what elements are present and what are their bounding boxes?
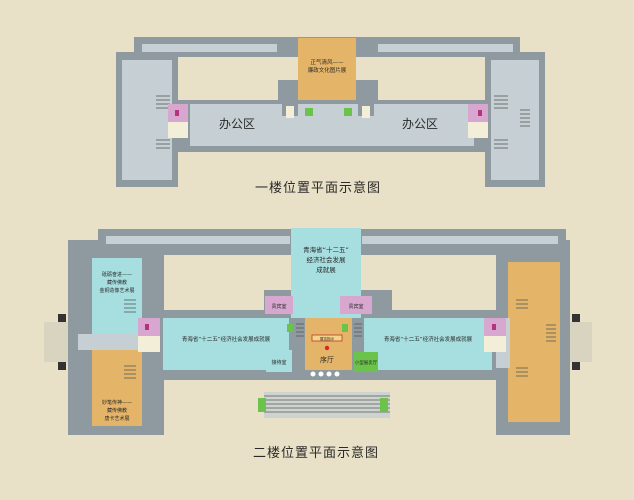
floor2-tea-right-label: 贵宾室 <box>348 303 363 310</box>
floor2-lobby-left <box>138 336 160 352</box>
floor2-stairs <box>124 299 556 379</box>
floor1-office-floor <box>190 104 474 146</box>
floor2-front-step-lines <box>264 395 390 413</box>
floor2-bottom-left-label-line2: 藏传佛教 <box>107 407 127 414</box>
floor2-tea-room-left <box>265 296 293 314</box>
floor2-right-exhibit-label: 青海省“十二五”经济社会发展成就展 <box>384 335 473 343</box>
floor2-center-label-line1: 青海省“十二五” <box>303 245 349 254</box>
floor2-door-mark-3 <box>326 371 332 377</box>
floor1-plan: 办公区 办公区 正气清风—— 廉政文化图片展 一楼位置平面示意图 <box>116 37 545 196</box>
floor2-top-left-label-line3: 金铜造像艺术展 <box>99 287 134 294</box>
floor2-center-label-line3: 成就展 <box>316 265 336 274</box>
floor2-door-mark-1 <box>310 371 316 377</box>
floor1-restroom-door-right <box>478 110 482 116</box>
floor2-top-left-label-line2: 藏传佛教 <box>107 279 127 286</box>
floor2-shop <box>354 352 378 372</box>
floor2-planter-left <box>258 398 266 412</box>
floor2-green-mark-left <box>287 324 293 332</box>
floor2-corridor-left <box>106 236 290 244</box>
floor1-right-wing-room <box>491 60 539 180</box>
floor1-lobby-left <box>168 122 188 138</box>
floor1-left-wing-room <box>122 60 172 180</box>
floor2-tea-left-label: 贵宾室 <box>271 303 286 310</box>
floor1-hall-label-line2: 廉政文化图片展 <box>308 66 347 74</box>
floor2-left-bottom-exhibit <box>92 350 142 426</box>
floor2-right-exhibit <box>364 318 492 370</box>
floor2-left-entrance <box>44 322 68 362</box>
floor1-exhibition-hall <box>298 38 356 100</box>
floor2-lobby-label: 序厅 <box>320 355 334 364</box>
floor2-guide-dot <box>324 345 330 351</box>
floor2-green-mark-right <box>342 324 348 332</box>
floor2-right-post-bottom <box>572 362 580 370</box>
floor2-door-mark-2 <box>318 371 324 377</box>
floor1-lobby-right <box>468 122 488 138</box>
floor2-left-top-exhibit <box>92 258 142 334</box>
floor1-green-room-right <box>344 108 352 116</box>
floor1-restroom-door-left <box>175 110 179 116</box>
floor2-door-mark-4 <box>334 371 340 377</box>
floor2-left-exhibit-label: 青海省“十二五”经济社会发展成就展 <box>182 335 271 343</box>
floor2-planter-right <box>380 398 388 412</box>
floor2-restroom-door-right <box>492 324 496 330</box>
floor1-corridor-left <box>142 44 277 52</box>
floor1-office-right-label: 办公区 <box>402 116 438 131</box>
floor1-office-left-label: 办公区 <box>219 116 255 131</box>
floor2-plan: 青海省“十二五” 经济社会发展 成就展 青海省“十二五”经济社会发展成就展 青海… <box>44 228 592 461</box>
floor1-hall-label-line1: 正气清风—— <box>310 58 344 66</box>
floor2-right-long-hall <box>508 262 560 422</box>
floor2-right-post-top <box>572 314 580 322</box>
floor2-reception-label: 接待室 <box>271 359 286 366</box>
floor1-elevator-right <box>362 106 370 118</box>
floor2-center-label-line2: 经济社会发展 <box>307 255 347 264</box>
floor2-title: 二楼位置平面示意图 <box>253 445 379 461</box>
floor1-green-room-left <box>305 108 313 116</box>
floor2-lobby-right <box>484 336 506 352</box>
floor2-shop-label: 小型展卖厅 <box>355 359 378 366</box>
floor1-title: 一楼位置平面示意图 <box>255 180 381 196</box>
floor2-left-post-top <box>58 314 66 322</box>
floor2-left-post-bottom <box>58 362 66 370</box>
floor2-guide-label: 展览指示 <box>320 336 335 341</box>
floor2-restroom-door-left <box>145 324 149 330</box>
floor2-tea-room-right <box>340 296 372 314</box>
floor2-corridor-right <box>362 236 558 244</box>
floor2-bottom-left-label-line1: 妙笔传神—— <box>102 399 132 406</box>
floor2-top-left-label-line1: 砥砺奋进—— <box>102 271 132 278</box>
floor2-guide-sign <box>311 334 343 342</box>
floor2-left-hall <box>78 334 148 350</box>
floor1-corridor-right <box>378 44 513 52</box>
floor1-elevator-left <box>286 106 294 118</box>
floor2-bottom-left-label-line3: 唐卡艺术展 <box>104 415 129 422</box>
floor2-reception-room <box>266 350 292 372</box>
floor1-stairs <box>156 95 530 149</box>
floor2-right-entrance <box>570 322 592 362</box>
